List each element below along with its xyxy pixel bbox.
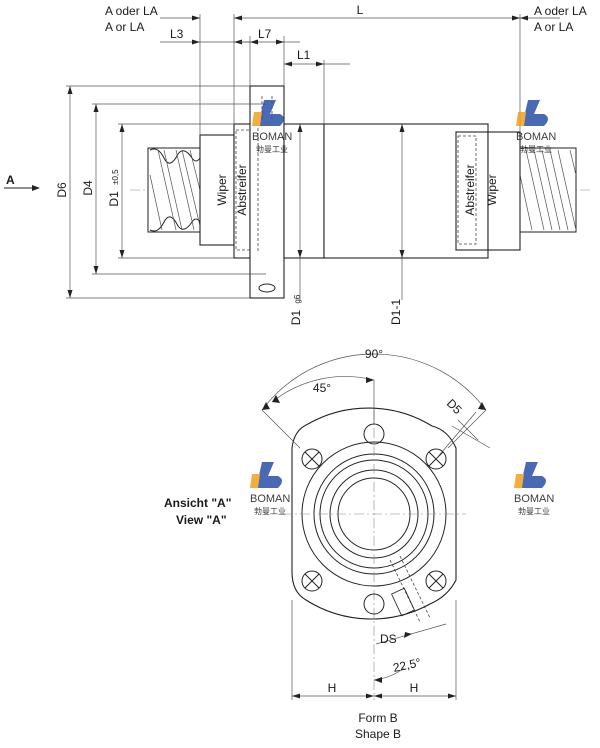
watermark-logo-2: BOMAN 勃曼工业 — [516, 100, 556, 154]
view-a-label: View "A" — [176, 513, 227, 527]
a-or-la-right: A or LA — [534, 20, 573, 34]
watermark-logo-4: BOMAN 勃曼工业 — [514, 462, 554, 516]
watermark-sub: 勃曼工业 — [520, 144, 552, 154]
wiper-right-block — [487, 131, 521, 251]
angle-22-5: 22,5° — [392, 655, 423, 675]
dim-l3: L3 — [170, 27, 184, 41]
watermark-sub: 勃曼工业 — [518, 506, 550, 516]
dim-d1-1: D1-1 — [389, 299, 403, 325]
abstreifer-right-label: Abstreifer — [463, 164, 477, 215]
dim-d1-tol: ±0,5 — [111, 169, 120, 185]
dim-h-left: H — [328, 681, 337, 695]
watermark-brand: BOMAN — [516, 131, 556, 143]
dim-l1: L1 — [297, 48, 311, 62]
watermark-brand: BOMAN — [252, 131, 292, 143]
form-b-label: Form B — [358, 711, 397, 725]
lube-hole — [375, 555, 447, 645]
angle-90: 90° — [365, 347, 383, 361]
ansicht-a-label: Ansicht "A" — [164, 496, 231, 510]
dim-l: L — [357, 3, 364, 17]
abstreifer-left-label: Abstreifer — [235, 164, 249, 215]
screw-right — [519, 147, 577, 233]
nut-middle — [283, 123, 325, 259]
nut-right-end — [455, 131, 489, 251]
shape-b-label: Shape B — [355, 727, 401, 741]
watermark-sub: 勃曼工业 — [256, 144, 288, 154]
nut-left-end — [199, 134, 235, 246]
angle-45: 45° — [313, 381, 331, 395]
wiper-right-label: Wiper — [485, 174, 499, 205]
watermark-logo-3: BOMAN 勃曼工业 — [250, 462, 290, 516]
dim-l7: L7 — [258, 27, 272, 41]
arrow-a-label: A — [6, 173, 15, 187]
side-view: Wiper Abstreifer Abstreifer Wiper L A od… — [4, 3, 590, 325]
dim-d1-g6-main: D1 — [289, 310, 303, 326]
watermark-brand: BOMAN — [250, 493, 290, 505]
dim-ds: DS — [380, 632, 397, 646]
watermark-brand: BOMAN — [514, 493, 554, 505]
dim-d1-g6-tol: g6 — [293, 294, 302, 303]
screw-left — [147, 147, 201, 233]
dim-h-right: H — [410, 681, 419, 695]
a-oder-la-left: A oder LA — [105, 4, 158, 18]
dim-d1-main: D1 — [107, 191, 121, 207]
a-oder-la-right: A oder LA — [534, 4, 587, 18]
dim-d5: D5 — [444, 396, 465, 417]
dim-d4: D4 — [81, 180, 95, 196]
watermark-sub: 勃曼工业 — [254, 506, 286, 516]
front-view: 90° 45° D5 DS 22,5° H H Ansicht "A" View… — [164, 347, 491, 741]
dim-d1-g6: D1 g6 — [289, 294, 303, 325]
dim-d1: D1 ±0,5 — [107, 169, 121, 207]
wiper-left-label: Wiper — [215, 174, 229, 205]
a-or-la-left: A or LA — [105, 20, 144, 34]
watermark-logo-1: BOMAN 勃曼工业 — [252, 100, 292, 154]
dim-d6: D6 — [55, 182, 69, 198]
